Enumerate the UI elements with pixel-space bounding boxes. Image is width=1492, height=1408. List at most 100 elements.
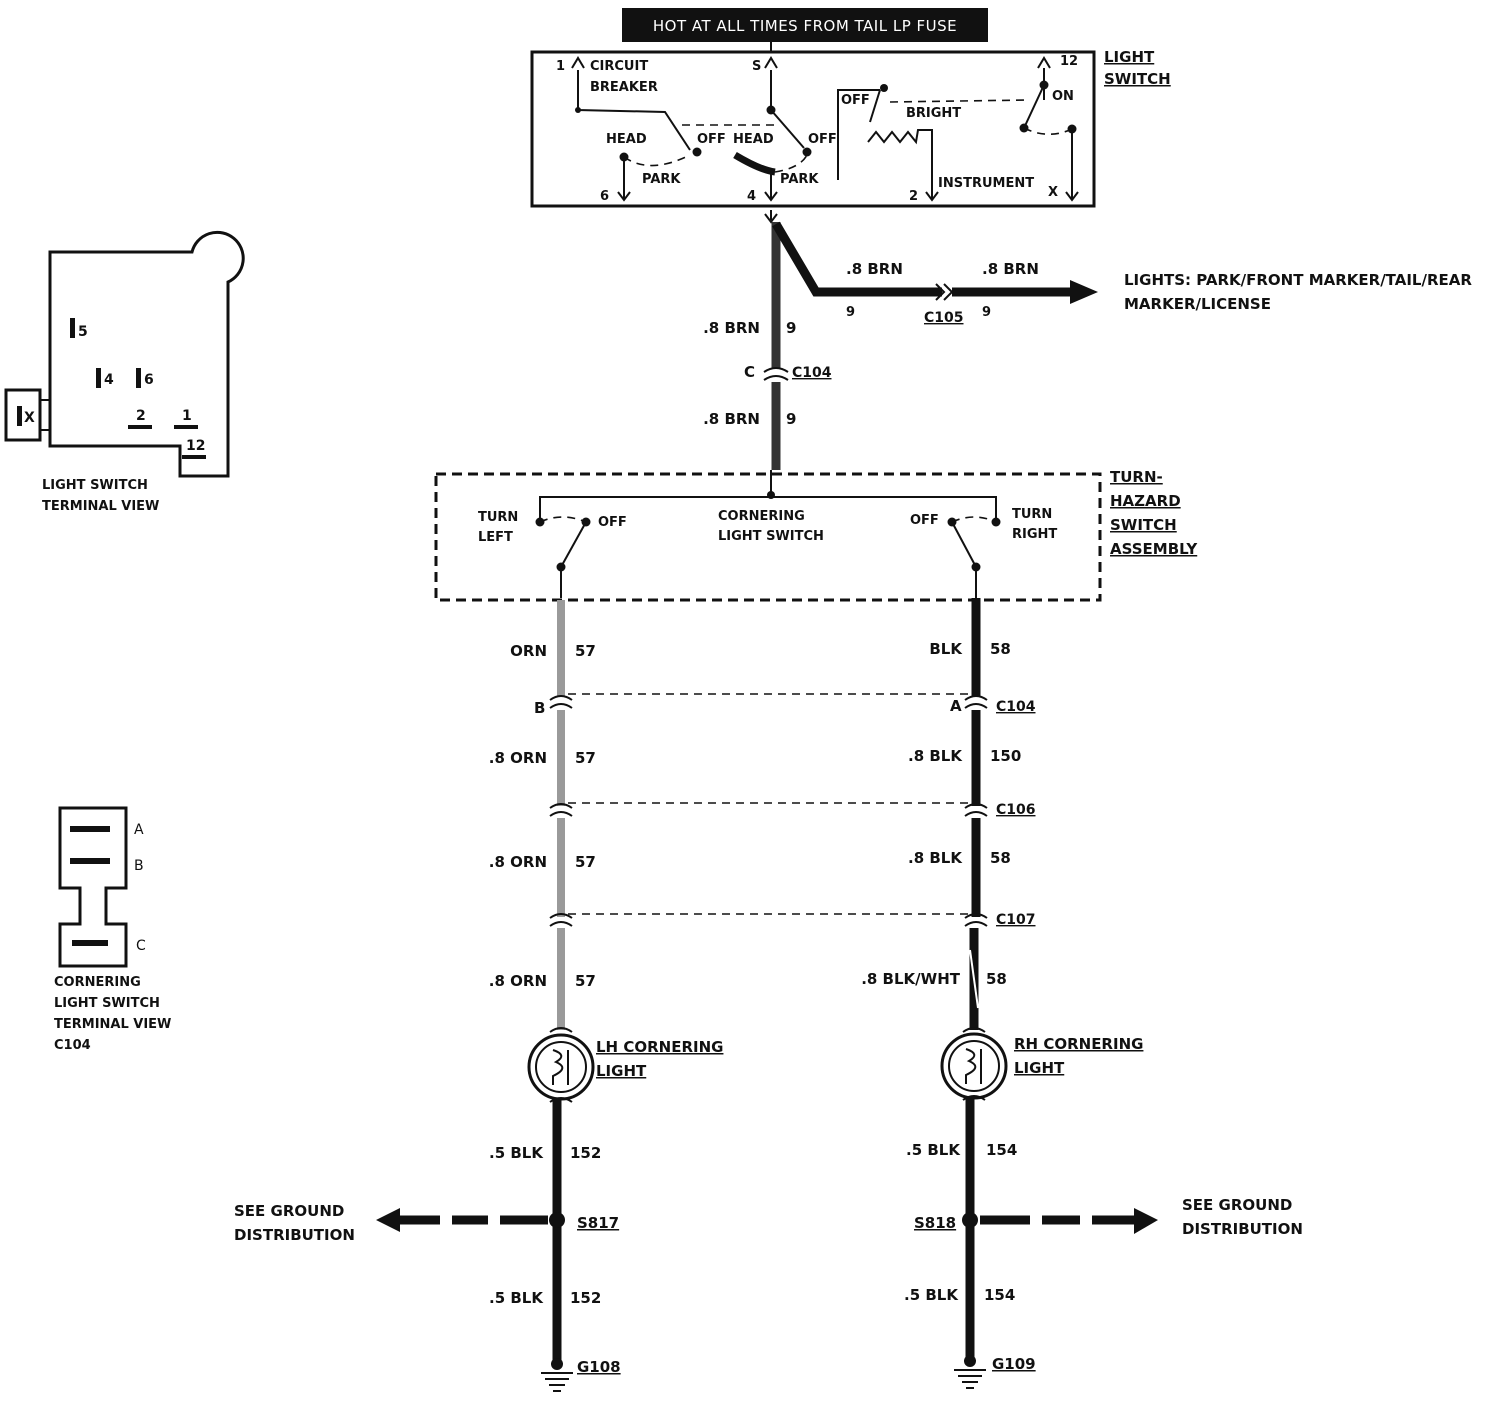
lb-w2-color: .8 ORN bbox=[489, 749, 547, 767]
c104-pin-c: C bbox=[744, 363, 755, 381]
lb-w3-circuit: 57 bbox=[575, 853, 596, 871]
lsv-pin-4: 4 bbox=[104, 372, 114, 388]
rh-lamp-label-1: RH CORNERING bbox=[1014, 1035, 1143, 1053]
rb-w3-circuit: 58 bbox=[990, 849, 1011, 867]
th-turn-right-1: TURN bbox=[1012, 507, 1052, 522]
cornering-terminal-view: A B C bbox=[58, 806, 146, 968]
header-banner-text: HOT AT ALL TIMES FROM TAIL LP FUSE bbox=[653, 17, 957, 35]
lh-lamp-label-1: LH CORNERING bbox=[596, 1038, 723, 1056]
rb-ground-ref-2: DISTRIBUTION bbox=[1182, 1220, 1303, 1238]
cv-pin-b: B bbox=[134, 858, 144, 874]
lb-w3-color: .8 ORN bbox=[489, 853, 547, 871]
ls-term-6: 6 bbox=[600, 189, 609, 204]
ls-bright: BRIGHT bbox=[906, 106, 961, 121]
lb-w1-circuit: 57 bbox=[575, 642, 596, 660]
th-title-1: TURN- bbox=[1110, 468, 1163, 486]
ls-circuit: CIRCUIT bbox=[590, 59, 648, 74]
rb-c106-label: C106 bbox=[996, 802, 1036, 818]
rb-w6-color: .5 BLK bbox=[904, 1286, 959, 1304]
ls-term-x: X bbox=[1048, 185, 1058, 200]
lb-w5-circuit: 152 bbox=[570, 1144, 601, 1162]
lb-w4-color: .8 ORN bbox=[489, 972, 547, 990]
rb-c107-label: C107 bbox=[996, 912, 1036, 928]
ls-head-2: HEAD bbox=[733, 132, 774, 147]
th-turn-left-2: LEFT bbox=[478, 530, 513, 545]
lb-w1-color: ORN bbox=[510, 642, 547, 660]
rb-w1-color: BLK bbox=[929, 640, 963, 658]
lsv-pin-5: 5 bbox=[78, 324, 88, 340]
brn-bottom-color: .8 BRN bbox=[703, 410, 760, 428]
cv-caption-4: C104 bbox=[54, 1038, 91, 1053]
ls-breaker: BREAKER bbox=[590, 80, 658, 95]
lsv-pin-x: X bbox=[24, 410, 35, 426]
ls-park-2: PARK bbox=[780, 172, 819, 187]
light-switch-terminal-view: 5 4 6 2 1 12 X bbox=[4, 230, 245, 478]
ls-term-12: 12 bbox=[1060, 54, 1078, 69]
rb-c104-label: C104 bbox=[996, 699, 1036, 715]
lsv-pin-1: 1 bbox=[182, 408, 192, 424]
ls-park-1: PARK bbox=[642, 172, 681, 187]
lb-w5-color: .5 BLK bbox=[489, 1144, 544, 1162]
ls-term-1: 1 bbox=[556, 59, 565, 74]
lb-w6-color: .5 BLK bbox=[489, 1289, 544, 1307]
lb-ground-ref-1: SEE GROUND bbox=[234, 1202, 344, 1220]
ls-head-1: HEAD bbox=[606, 132, 647, 147]
lights-text-2: MARKER/LICENSE bbox=[1124, 295, 1271, 313]
rb-w4-circuit: 58 bbox=[986, 970, 1007, 988]
brn-top-circuit: 9 bbox=[786, 319, 796, 337]
lsv-pin-6: 6 bbox=[144, 372, 154, 388]
lsv-caption-1: LIGHT SWITCH bbox=[42, 478, 148, 493]
lb-w6-circuit: 152 bbox=[570, 1289, 601, 1307]
c105-pin-left: 9 bbox=[846, 305, 855, 320]
left-branch bbox=[376, 600, 595, 1392]
lb-ground-ref-2: DISTRIBUTION bbox=[234, 1226, 355, 1244]
th-off-left: OFF bbox=[598, 515, 627, 530]
rb-w2-circuit: 150 bbox=[990, 747, 1021, 765]
rb-w3-color: .8 BLK bbox=[908, 849, 963, 867]
lsv-caption-2: TERMINAL VIEW bbox=[42, 499, 159, 514]
lsv-pin-2: 2 bbox=[136, 408, 146, 424]
c105-pin-right: 9 bbox=[982, 305, 991, 320]
right-branch bbox=[940, 598, 1158, 1389]
ls-term-s: S bbox=[752, 59, 761, 74]
ls-term-2: 2 bbox=[909, 189, 918, 204]
lb-splice: S817 bbox=[577, 1214, 619, 1232]
lb-w2-circuit: 57 bbox=[575, 749, 596, 767]
lsv-pin-12: 12 bbox=[186, 438, 205, 454]
th-cornering-2: LIGHT SWITCH bbox=[718, 529, 824, 544]
cv-caption-3: TERMINAL VIEW bbox=[54, 1017, 171, 1032]
rb-w2-color: .8 BLK bbox=[908, 747, 963, 765]
cv-caption-1: CORNERING bbox=[54, 975, 141, 990]
th-cornering-1: CORNERING bbox=[718, 509, 805, 524]
ls-term-4: 4 bbox=[747, 189, 756, 204]
th-turn-left-1: TURN bbox=[478, 510, 518, 525]
light-switch-box: 1 CIRCUIT BREAKER HEAD OFF PARK S HEAD O… bbox=[530, 50, 1096, 208]
brn-c105-left: .8 BRN bbox=[846, 260, 903, 278]
rb-w4-color: .8 BLK/WHT bbox=[861, 970, 961, 988]
rb-w5-circuit: 154 bbox=[986, 1141, 1017, 1159]
header-banner: HOT AT ALL TIMES FROM TAIL LP FUSE bbox=[622, 8, 988, 52]
cv-caption-2: LIGHT SWITCH bbox=[54, 996, 160, 1011]
rb-w1-circuit: 58 bbox=[990, 640, 1011, 658]
th-title-2: HAZARD bbox=[1110, 492, 1181, 510]
th-off-right: OFF bbox=[910, 513, 939, 528]
cv-pin-c: C bbox=[136, 938, 146, 954]
th-title-3: SWITCH bbox=[1110, 516, 1177, 534]
ls-off-1: OFF bbox=[697, 132, 726, 147]
c104-label-top: C104 bbox=[792, 365, 832, 381]
th-turn-right-2: RIGHT bbox=[1012, 527, 1057, 542]
cv-pin-a: A bbox=[134, 822, 144, 838]
brn-c105-right: .8 BRN bbox=[982, 260, 1039, 278]
ls-off-2: OFF bbox=[808, 132, 837, 147]
brn-wire bbox=[763, 210, 1098, 495]
ls-instrument: INSTRUMENT bbox=[938, 176, 1034, 191]
rb-c104-pin: A bbox=[950, 697, 962, 715]
lb-w4-circuit: 57 bbox=[575, 972, 596, 990]
lights-text-1: LIGHTS: PARK/FRONT MARKER/TAIL/REAR bbox=[1124, 271, 1472, 289]
lh-lamp-label-2: LIGHT bbox=[596, 1062, 647, 1080]
ls-on: ON bbox=[1052, 89, 1074, 104]
rh-lamp-icon bbox=[940, 1032, 1008, 1100]
rh-lamp-label-2: LIGHT bbox=[1014, 1059, 1065, 1077]
th-title-4: ASSEMBLY bbox=[1110, 540, 1198, 558]
